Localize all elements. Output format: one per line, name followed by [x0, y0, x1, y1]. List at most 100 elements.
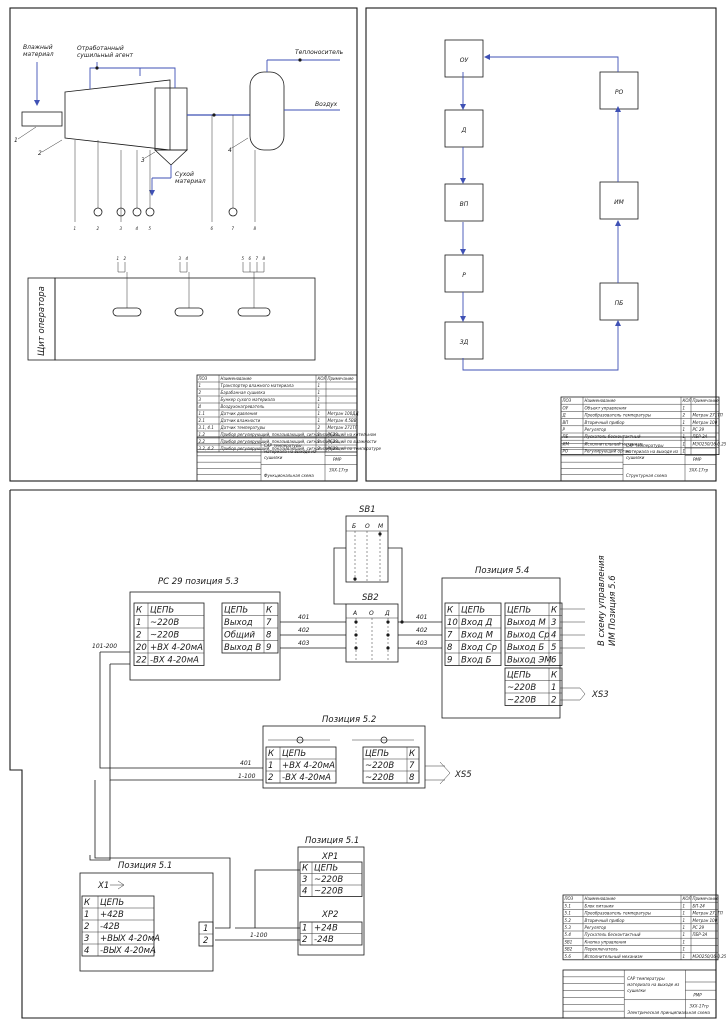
block-pb-label: ПБ	[615, 300, 624, 307]
xp2-table-cell: 2	[302, 935, 307, 945]
pos54-left-table-cell: 9	[447, 656, 452, 666]
heat-carrier-label: Теплоноситель	[295, 49, 344, 56]
to-control-label: В схему управленияИМ Позиция 5.6	[597, 555, 618, 646]
pos52-left-table-header: К	[268, 749, 275, 759]
drop-number: 4	[136, 226, 139, 231]
spec-cell: 2	[199, 390, 202, 395]
xp1-table-header: ЦЕПЬ	[314, 864, 338, 874]
pos52-title: Позиция 5.2	[322, 715, 376, 725]
wire-label-401: 401	[298, 614, 309, 621]
spec-cell: Метран 4.5ВВ	[328, 418, 357, 423]
pos54-right-table-header: К	[551, 606, 558, 616]
pos53-left-table-cell: 1	[136, 618, 141, 628]
pos52-left-table	[265, 746, 337, 784]
pos53-left-table-cell: 2	[136, 631, 141, 641]
spec-cell: 1	[683, 420, 686, 425]
xp1-table-cell: ~220В	[314, 887, 343, 897]
spec-cell: МЭО250/16-0.25	[693, 954, 726, 959]
wire-label-401b: 401	[416, 614, 427, 621]
title-block-title: САР температуры	[264, 443, 301, 448]
operator-panel-label: Щит оператора	[37, 286, 47, 356]
pos54-right-table	[504, 602, 563, 666]
pos54-power-table-cell: 1	[551, 683, 556, 693]
pos53-right-table-header: К	[266, 606, 273, 616]
x1-table-header: К	[84, 898, 91, 908]
title-block-group: ЗХХ-17гр	[689, 1003, 709, 1008]
instrument-circle	[132, 207, 142, 217]
pos54-right-table-cell: 5	[551, 643, 556, 653]
pos54-power-table-header: К	[551, 671, 558, 681]
wires-5-1: 1-100	[89, 780, 300, 941]
pos54-title: Позиция 5.4	[475, 566, 529, 576]
drop-number: 3	[120, 226, 123, 231]
block-d	[444, 109, 484, 148]
sb2-header-o: О	[369, 610, 374, 617]
spec-header: КОЛ	[683, 398, 692, 403]
title-block-title: материала на выходе из	[626, 449, 678, 454]
xs5-label: XS5	[454, 770, 472, 780]
spec-cell: ВП	[563, 420, 569, 425]
spec-cell: 1	[683, 449, 686, 454]
spec-cell: Бункер сухого материала	[221, 397, 276, 402]
spec-header: Примечание	[328, 376, 355, 381]
x1-table-cell: 3	[84, 934, 89, 944]
spec-cell: Метран 100ДД	[328, 411, 359, 416]
pos52-box	[262, 725, 426, 789]
equipment-number-1: 1	[14, 137, 18, 144]
panel-pill	[237, 307, 271, 317]
pos54-left-table-cell: Вход Б	[461, 656, 492, 666]
xp2-table-cell: 1	[302, 924, 307, 934]
xs3-brace: XS3	[560, 608, 609, 701]
spec-cell: Регулятор	[585, 427, 607, 432]
pos54-power-table-cell: ~220В	[507, 696, 536, 706]
xp2-title: XP2	[321, 910, 338, 920]
wire-label-1-100: 1-100	[238, 773, 256, 780]
pos54-left-table-header: ЦЕПЬ	[461, 606, 485, 616]
spec-cell: 1	[683, 947, 686, 952]
sb1-header-o: О	[365, 523, 370, 530]
pos52-left-table-cell: 1	[268, 761, 273, 771]
pos54-right-table-cell: Выход Б	[507, 643, 544, 653]
x1-table-cell: 2	[84, 922, 89, 932]
pos52-left-table-cell: +ВХ 4-20мА	[282, 761, 335, 771]
pos54-left-table	[444, 602, 502, 666]
spec-cell: Датчик влажности	[220, 418, 261, 423]
heat-carrier-valve	[298, 58, 302, 62]
pos54-left-table-cell: Вход Д	[461, 618, 493, 628]
panel-tick-number: 5	[242, 256, 245, 261]
panel-tick-number: 1	[117, 256, 120, 261]
pos54-right-table-cell: 4	[551, 631, 556, 641]
spec-cell: 1	[683, 903, 686, 908]
spec-cell: БП-24	[693, 903, 706, 908]
spec-cell: Метран 100	[693, 918, 718, 923]
pos53-left-table-cell: +ВХ 4-20мА	[150, 643, 203, 653]
panel-tick-number: 3	[179, 256, 182, 261]
leader-4	[231, 137, 249, 149]
xs3-label: XS3	[591, 690, 609, 700]
sb1-box	[345, 515, 389, 583]
spec-cell: ОУ	[563, 405, 569, 410]
spec-cell: РО	[563, 449, 569, 454]
pos52-left-table-header: ЦЕПЬ	[282, 749, 306, 759]
title-block-subtitle: Функциональная схема	[264, 473, 314, 478]
pos51-right-title: Позиция 5.1	[305, 836, 359, 846]
xp1-title: XP1	[321, 852, 338, 862]
pos52-right-table-cell: ~220В	[365, 773, 394, 783]
pos53-right-table-cell: 7	[266, 618, 272, 628]
drop-number: 1	[74, 226, 77, 231]
electrical-frame	[9, 489, 717, 1019]
block-ou-label: ОУ	[460, 57, 469, 64]
spec-cell: 2	[318, 425, 321, 430]
panel-tick-number: 7	[256, 256, 259, 261]
spec-cell: 3.1, 4.1	[199, 425, 214, 430]
panel-pill	[174, 307, 204, 317]
equipment-number-4: 4	[228, 147, 232, 154]
spec-cell: 5.3	[565, 925, 572, 930]
spec-cell: 2.1	[199, 418, 205, 423]
